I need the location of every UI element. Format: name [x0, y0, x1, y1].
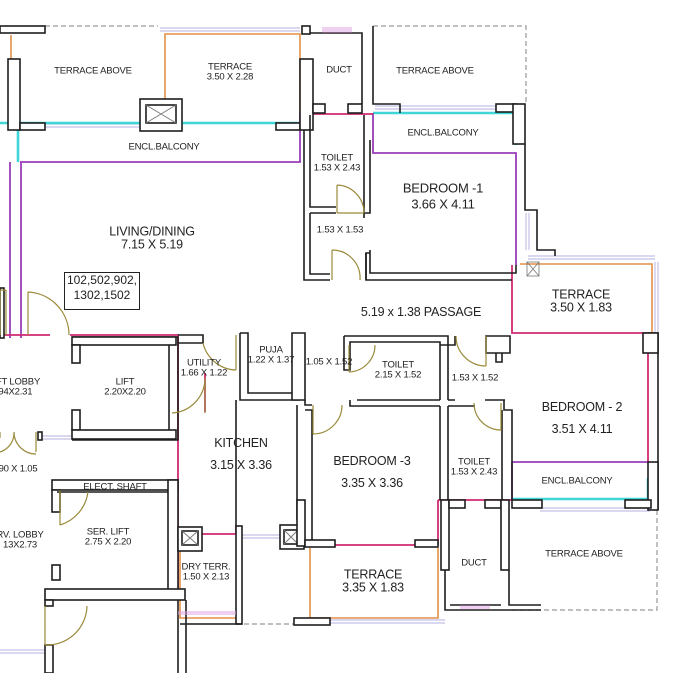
room-label-dress-2: 1.53 X 1.52 [451, 372, 499, 384]
room-label-terrace-above-top-right: TERRACE ABOVE [396, 65, 474, 77]
room-label-terrace-above-top-left: TERRACE ABOVE [54, 65, 132, 77]
room-label-foyer: 1.05 X 1.52 [305, 356, 353, 368]
room-label-lift-lobby: FT LOBBY.94X2.31 [0, 376, 41, 397]
shaft-box [526, 261, 540, 277]
room-label-duct-top: DUCT [326, 64, 352, 76]
room-label-encl-balcony-top-right: ENCL.BALCONY [407, 127, 479, 139]
unit-numbers-box: 102,502,902,1302,1502 [64, 272, 140, 310]
room-label-dry-terrace: DRY TERR.1.50 X 2.13 [181, 561, 231, 582]
dashed-boundary [45, 25, 658, 625]
room-label-terrace-above-bottom-right: TERRACE ABOVE [545, 548, 623, 560]
door-swings [0, 184, 502, 646]
room-label-encl-balcony-right: ENCL.BALCONY [541, 475, 613, 487]
room-label-elect-shaft: ELECT. SHAFT [83, 481, 147, 493]
walls [0, 25, 659, 673]
room-label-duct-bottom: DUCT [461, 557, 487, 569]
room-label-dress-1: 1.53 X 1.53 [316, 224, 364, 236]
room-outlines-magenta [0, 113, 650, 590]
room-label-encl-balcony-top-left: ENCL.BALCONY [128, 141, 200, 153]
room-label-small-lobby: 90 X 1.05 [0, 463, 38, 475]
hatch-strips [178, 27, 490, 615]
room-label-passage: 5.19 x 1.38 PASSAGE [360, 304, 482, 319]
